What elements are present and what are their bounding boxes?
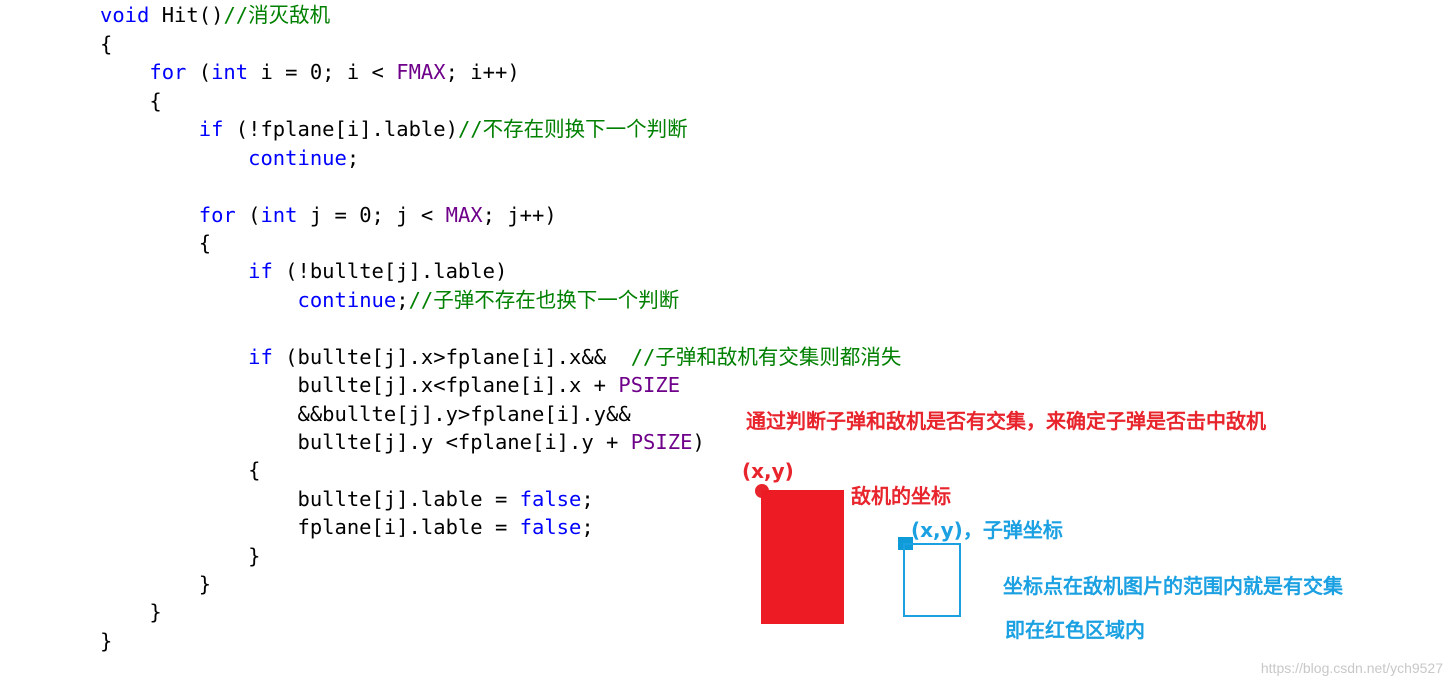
code-line: continue;//子弹不存在也换下一个判断	[100, 286, 679, 314]
code-text: }	[100, 544, 261, 568]
code-text: }	[100, 572, 212, 596]
code-line: if (!bullte[j].lable)	[100, 257, 507, 285]
code-text: {	[100, 89, 162, 113]
keyword: false	[519, 487, 582, 511]
code-line: bullte[j].y <fplane[i].y + PSIZE)	[100, 428, 705, 456]
watermark: https://blog.csdn.net/ych9527	[1260, 660, 1443, 676]
code-text: }	[100, 600, 162, 624]
code-comment: //不存在则换下一个判断	[457, 117, 688, 141]
code-line: void Hit()//消灭敌机	[100, 1, 330, 29]
code-text: ; j++)	[482, 203, 557, 227]
code-text: {	[100, 458, 261, 482]
code-comment: //子弹和敌机有交集则都消失	[630, 345, 902, 369]
keyword: if	[198, 117, 224, 141]
bullet-area-rect	[903, 543, 961, 617]
code-text	[100, 117, 199, 141]
code-text: ; i++)	[445, 60, 520, 84]
code-line: bullte[j].lable = false;	[100, 485, 594, 513]
code-text: fplane[i].lable =	[100, 515, 520, 539]
code-text: ;	[346, 146, 360, 170]
enemy-point-label: (x,y)	[742, 459, 794, 483]
code-text: (!bullte[j].lable)	[272, 259, 508, 283]
code-line: continue;	[100, 144, 359, 172]
code-line: &&bullte[j].y>fplane[i].y&&	[100, 400, 631, 428]
code-text	[100, 146, 248, 170]
code-text: bullte[j].x<fplane[i].x +	[100, 373, 619, 397]
keyword: int	[260, 203, 298, 227]
keyword: continue	[297, 288, 397, 312]
code-text	[100, 345, 248, 369]
code-text	[100, 259, 248, 283]
intersection-note: 坐标点在敌机图片的范围内就是有交集	[1003, 574, 1343, 598]
keyword: continue	[248, 146, 347, 170]
code-text: (bullte[j].x>fplane[i].x&&	[272, 345, 631, 369]
code-line: if (!fplane[i].lable)//不存在则换下一个判断	[100, 115, 688, 143]
bullet-label: (x,y)，子弹坐标	[911, 518, 1063, 542]
code-text: bullte[j].y <fplane[i].y +	[100, 430, 631, 454]
keyword: for	[198, 203, 236, 227]
keyword: void	[100, 3, 150, 27]
code-line: bullte[j].x<fplane[i].x + PSIZE	[100, 371, 680, 399]
code-text: )	[692, 430, 705, 454]
code-line: {	[100, 30, 112, 58]
keyword: for	[149, 60, 187, 84]
enemy-label: 敌机的坐标	[851, 484, 951, 508]
keyword: false	[519, 515, 582, 539]
code-text: (!fplane[i].lable)	[223, 117, 458, 141]
code-text: j = 0; j <	[297, 203, 446, 227]
code-line: fplane[i].lable = false;	[100, 513, 594, 541]
code-text: {	[100, 32, 113, 56]
code-line: {	[100, 87, 162, 115]
code-comment: //消灭敌机	[223, 3, 331, 27]
code-text: ;	[581, 487, 594, 511]
code-text: {	[100, 231, 212, 255]
code-text	[100, 60, 149, 84]
enemy-area-rect	[761, 490, 844, 624]
code-text: &&bullte[j].y>fplane[i].y&&	[100, 402, 631, 426]
code-text: (	[186, 60, 212, 84]
code-text	[100, 203, 199, 227]
keyword: if	[248, 259, 273, 283]
macro: FMAX	[396, 60, 446, 84]
keyword: int	[211, 60, 249, 84]
code-line: }	[100, 598, 162, 626]
macro: PSIZE	[630, 430, 693, 454]
code-comment: //子弹不存在也换下一个判断	[408, 288, 680, 312]
code-text: Hit()	[149, 3, 224, 27]
annotation-title: 通过判断子弹和敌机是否有交集，来确定子弹是否击中敌机	[746, 409, 1266, 433]
code-line: {	[100, 456, 260, 484]
code-line: {	[100, 229, 211, 257]
code-text: }	[100, 629, 113, 653]
code-text: i = 0; i <	[248, 60, 397, 84]
code-line: for (int j = 0; j < MAX; j++)	[100, 201, 557, 229]
code-line: if (bullte[j].x>fplane[i].x&& //子弹和敌机有交集…	[100, 343, 901, 371]
red-area-note: 即在红色区域内	[1005, 618, 1145, 642]
code-line: for (int i = 0; i < FMAX; i++)	[100, 58, 520, 86]
code-text: ;	[581, 515, 594, 539]
code-text	[100, 288, 297, 312]
macro: MAX	[445, 203, 483, 227]
code-line: }	[100, 627, 112, 655]
code-text: ;	[396, 288, 409, 312]
code-text: bullte[j].lable =	[100, 487, 520, 511]
code-text: (	[235, 203, 261, 227]
code-line: }	[100, 542, 260, 570]
code-line: }	[100, 570, 211, 598]
keyword: if	[248, 345, 273, 369]
macro: PSIZE	[618, 373, 681, 397]
